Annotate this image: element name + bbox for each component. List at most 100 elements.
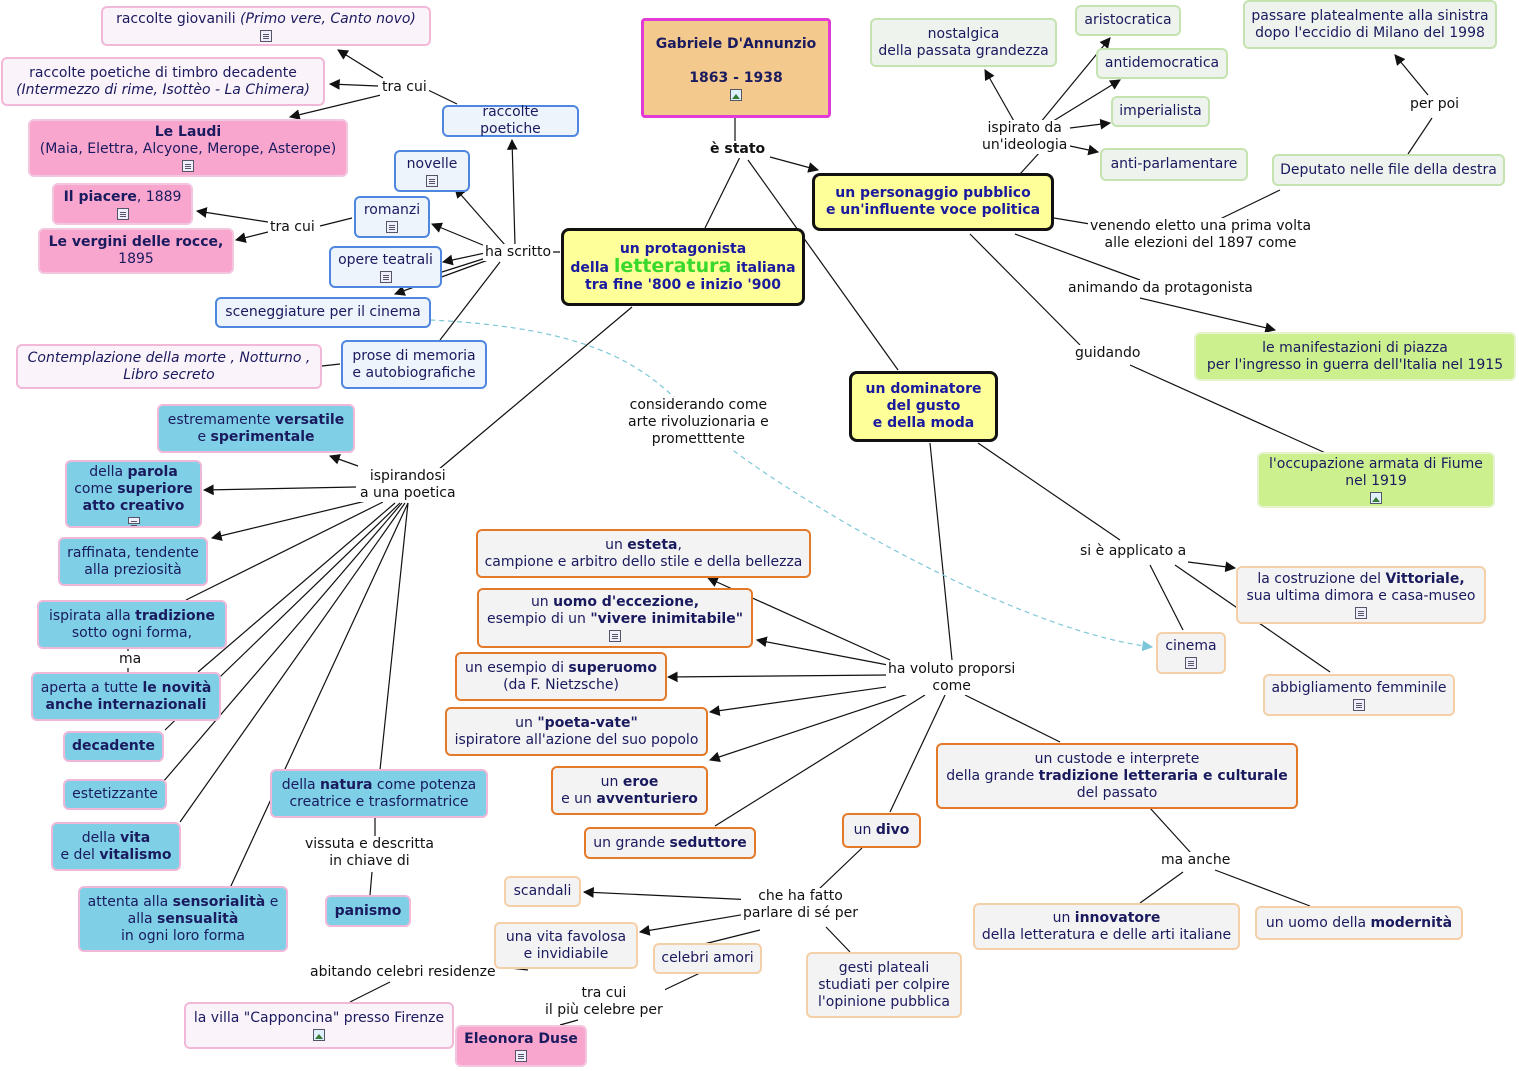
node-vita[interactable]: della vita e del vitalismo (51, 822, 181, 871)
node-estetizzante[interactable]: estetizzante (63, 779, 167, 810)
text: l'occupazione armata di Fiume (1269, 456, 1483, 472)
node-antidemocratica[interactable]: antidemocratica (1096, 48, 1228, 79)
text: un protagonista (619, 240, 747, 257)
document-icon[interactable] (1355, 607, 1367, 619)
text-highlight: letteratura (613, 254, 732, 277)
node-superuomo[interactable]: un esempio di superuomo (da F. Nietzsche… (455, 652, 667, 701)
text: un (515, 714, 538, 731)
node-dominatore[interactable]: un dominatore del gusto e della moda (849, 371, 998, 442)
node-parola[interactable]: della parola come superiore atto creativ… (65, 460, 202, 528)
node-fiume[interactable]: l'occupazione armata di Fiume nel 1919 (1257, 452, 1495, 508)
document-icon[interactable] (426, 174, 438, 187)
node-sceneggiature[interactable]: sceneggiature per il cinema (215, 297, 431, 328)
node-eroe[interactable]: un eroe e un avventuriero (551, 766, 708, 815)
text: antidemocratica (1104, 55, 1220, 71)
node-nostalgica[interactable]: nostalgica della passata grandezza (870, 18, 1057, 67)
node-divo[interactable]: un divo (842, 813, 921, 848)
document-icon[interactable] (127, 517, 140, 524)
label-tra-cui-romanzi: tra cui (268, 219, 317, 236)
node-seduttore[interactable]: un grande seduttore (584, 827, 756, 859)
node-innovatore[interactable]: un innovatore della letteratura e delle … (973, 903, 1240, 950)
node-aristocratica[interactable]: aristocratica (1075, 5, 1181, 36)
text-bold: decadente (72, 738, 155, 754)
document-icon[interactable] (1353, 698, 1365, 711)
document-icon[interactable] (379, 270, 392, 283)
node-capponcina[interactable]: la villa "Capponcina" presso Firenze (184, 1002, 454, 1049)
node-opere-teatrali[interactable]: opere teatrali (329, 246, 442, 288)
image-icon[interactable] (730, 88, 742, 101)
text: prose di memoria (352, 347, 476, 364)
node-personaggio[interactable]: un personaggio pubblico e un'influente v… (812, 173, 1054, 231)
label-ma-anche: ma anche (1159, 852, 1233, 869)
text-bold: superuomo (568, 659, 657, 676)
node-deputato[interactable]: Deputato nelle file della destra (1272, 154, 1505, 186)
text-bold: tradizione letteraria e culturale (1038, 767, 1288, 784)
node-novita[interactable]: aperta a tutte le novità anche internazi… (31, 672, 221, 721)
node-modernita[interactable]: un uomo della modernità (1255, 906, 1463, 940)
node-versatile[interactable]: estremamente versatile e sperimentale (157, 404, 355, 453)
node-manifestazioni[interactable]: le manifestazioni di piazza per l'ingres… (1194, 332, 1516, 381)
text: come potenza (372, 776, 477, 793)
node-imperialista[interactable]: imperialista (1111, 96, 1210, 127)
node-raccolte-poetiche[interactable]: raccolte poetiche (442, 104, 579, 137)
node-piacere[interactable]: Il piacere, 1889 (52, 183, 193, 225)
document-icon[interactable] (386, 220, 398, 233)
title-node[interactable]: Gabriele D'Annunzio 1863 - 1938 (641, 18, 831, 118)
node-raccolte-giovanili[interactable]: raccolte giovanili (Primo vere, Canto no… (101, 6, 431, 46)
node-prose[interactable]: prose di memoria e autobiografiche (341, 340, 487, 389)
node-abbigliamento[interactable]: abbigliamento femminile (1263, 674, 1455, 716)
document-icon[interactable] (116, 207, 129, 220)
text-bold: sensorialità (172, 893, 266, 910)
label-considerando: considerando come arte rivoluzionaria e … (626, 397, 771, 448)
label-guidando: guidando (1073, 345, 1143, 362)
node-duse[interactable]: Eleonora Duse (455, 1025, 587, 1067)
label-abitando: abitando celebri residenze (308, 964, 498, 981)
node-vita-favolosa[interactable]: una vita favolosa e invidiabile (494, 922, 638, 969)
node-esteta[interactable]: un esteta, campione e arbitro dello stil… (476, 529, 811, 578)
text: ispirata alla (48, 607, 136, 624)
text: l'opinione pubblica (818, 993, 950, 1010)
node-panismo[interactable]: panismo (325, 895, 411, 927)
node-raccolte-decadente[interactable]: raccolte poetiche di timbro decadente (I… (1, 57, 325, 106)
document-icon[interactable] (260, 29, 272, 42)
node-scandali[interactable]: scandali (504, 876, 581, 907)
node-raffinata[interactable]: raffinata, tendente alla preziosità (58, 537, 208, 586)
node-gesti[interactable]: gesti plateali studiati per colpire l'op… (806, 952, 962, 1018)
node-protagonista[interactable]: un protagonista della letteratura italia… (561, 228, 805, 306)
text-bold: Eleonora Duse (464, 1030, 578, 1047)
node-novelle[interactable]: novelle (394, 150, 470, 192)
node-vergini[interactable]: Le vergini delle rocce, 1895 (38, 228, 234, 274)
text: aperta a tutte (40, 679, 143, 696)
text: , 1889 (136, 188, 182, 205)
node-antiparlamentare[interactable]: anti-parlamentare (1100, 148, 1248, 181)
text-bold: eroe (622, 773, 659, 790)
document-icon[interactable] (609, 630, 621, 642)
title-name: Gabriele D'Annunzio (655, 35, 817, 52)
node-passare[interactable]: passare platealmente alla sinistra dopo … (1243, 0, 1497, 49)
node-decadente[interactable]: decadente (63, 731, 164, 762)
node-amori[interactable]: celebri amori (653, 943, 762, 974)
text: abbigliamento femminile (1271, 679, 1447, 696)
node-laudi[interactable]: Le Laudi (Maia, Elettra, Alcyone, Merope… (28, 119, 348, 177)
text-bold: atto creativo (82, 498, 185, 514)
image-icon[interactable] (313, 1029, 325, 1041)
label-e-stato: è stato (708, 141, 768, 158)
node-custode[interactable]: un custode e interprete della grande tra… (936, 743, 1298, 809)
text-bold: superiore (117, 481, 193, 497)
node-romanzi[interactable]: romanzi (354, 196, 430, 238)
text: anti-parlamentare (1110, 156, 1238, 172)
image-icon[interactable] (1370, 492, 1382, 504)
node-poetavate[interactable]: un "poeta-vate" ispiratore all'azione de… (445, 707, 708, 756)
node-vittoriale[interactable]: la costruzione del Vittoriale, sua ultim… (1236, 566, 1486, 624)
node-sensorialita[interactable]: attenta alla sensorialità e alla sensual… (78, 886, 288, 952)
node-tradizione[interactable]: ispirata alla tradizione sotto ogni form… (37, 600, 227, 649)
node-natura[interactable]: della natura come potenza creatrice e tr… (270, 769, 488, 818)
node-eccezione[interactable]: un uomo d'eccezione, esempio di un "vive… (477, 588, 753, 648)
document-icon[interactable] (1185, 656, 1197, 669)
document-icon[interactable] (515, 1049, 527, 1062)
node-contemplazione[interactable]: Contemplazione della morte , Notturno , … (16, 344, 322, 389)
text-bold: le novità (142, 679, 212, 696)
node-cinema[interactable]: cinema (1156, 632, 1226, 674)
document-icon[interactable] (182, 160, 194, 172)
text: dopo l'eccidio di Milano del 1998 (1255, 24, 1485, 41)
